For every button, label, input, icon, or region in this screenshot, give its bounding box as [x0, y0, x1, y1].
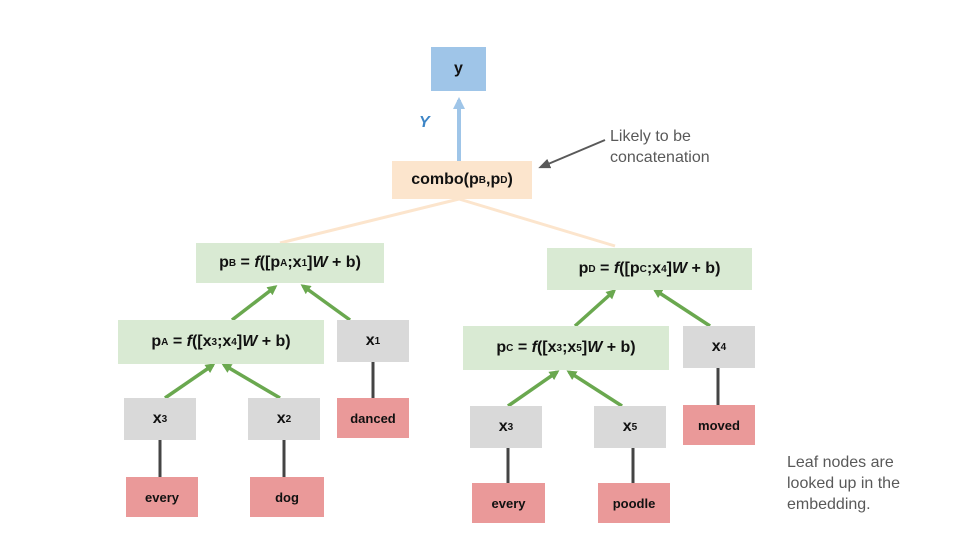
concat-note: Likely to be concatenation	[610, 128, 710, 166]
word-node-every-right: every	[472, 483, 545, 523]
word-node-dog: dog	[250, 477, 324, 517]
arrow-x2-to-pA	[221, 363, 281, 400]
note-arrow	[538, 139, 606, 169]
output-arrow-label: Y	[419, 114, 430, 131]
leaf-note: Leaf nodes are looked up in the embeddin…	[787, 454, 900, 513]
word-node-every-left: every	[126, 477, 198, 517]
output-node-y: y	[431, 47, 486, 91]
arrow-x3-to-pA	[164, 363, 216, 400]
arrow-x1-to-pB	[300, 284, 352, 322]
word-node-poodle: poodle	[598, 483, 670, 523]
word-node-danced: danced	[337, 398, 409, 438]
combo-line-right	[458, 197, 616, 248]
arrow-x3r-to-pC	[507, 370, 560, 408]
combo-line-left	[279, 197, 460, 245]
arrow-pC-to-pD	[573, 288, 617, 328]
arrow-x5-to-pC	[566, 370, 623, 408]
word-node-moved: moved	[683, 405, 755, 445]
arrow-pA-to-pB	[230, 285, 278, 322]
arrow-x4-to-pD	[652, 288, 711, 328]
